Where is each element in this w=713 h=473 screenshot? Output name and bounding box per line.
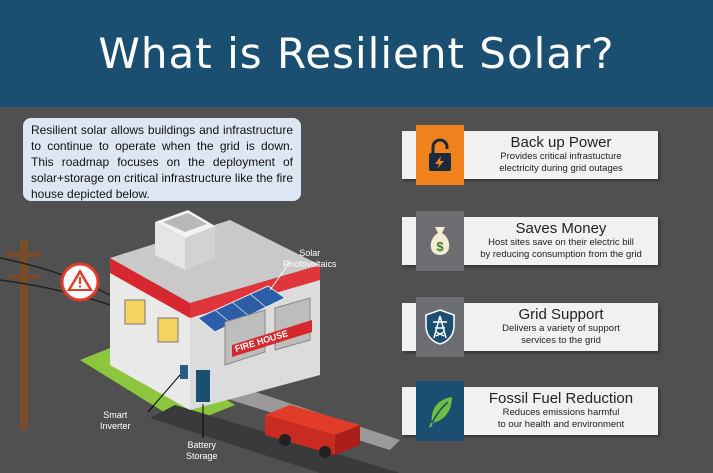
benefit-card-fossil-fuel-reduction: Fossil Fuel Reduction Reduces emissions … bbox=[402, 381, 658, 441]
benefit-card-saves-money: $ Saves Money Host sites save on their e… bbox=[402, 211, 658, 271]
benefit-title: Back up Power bbox=[510, 134, 612, 151]
solar-photovoltaics-label: Solar Photovoltaics bbox=[283, 248, 337, 269]
lightning-lock-icon bbox=[416, 125, 464, 185]
power-tower-shield-icon bbox=[416, 297, 464, 357]
money-bag-icon: $ bbox=[416, 211, 464, 271]
fire-truck bbox=[265, 405, 360, 458]
benefit-card-grid-support: Grid Support Delivers a variety of suppo… bbox=[402, 297, 658, 357]
warning-icon bbox=[60, 262, 100, 302]
svg-text:$: $ bbox=[436, 239, 444, 254]
smart-inverter-unit bbox=[180, 365, 188, 379]
battery-storage-unit bbox=[196, 370, 210, 402]
leaf-icon bbox=[416, 381, 464, 441]
benefit-title: Saves Money bbox=[515, 220, 607, 237]
battery-storage-label: Battery Storage bbox=[186, 440, 218, 461]
intro-text-box: Resilient solar allows buildings and inf… bbox=[23, 118, 301, 201]
page-title: What is Resilient Solar? bbox=[98, 29, 615, 78]
header-banner: What is Resilient Solar? bbox=[0, 0, 713, 107]
benefit-title: Grid Support bbox=[518, 306, 604, 323]
fire-house-illustration: FIRE HOUSE bbox=[0, 210, 400, 473]
smart-inverter-label: Smart Inverter bbox=[100, 410, 131, 431]
solar-panel-array bbox=[197, 285, 286, 333]
benefit-title: Fossil Fuel Reduction bbox=[488, 390, 634, 407]
benefit-card-backup-power: Back up Power Provides critical infrastu… bbox=[402, 125, 658, 185]
